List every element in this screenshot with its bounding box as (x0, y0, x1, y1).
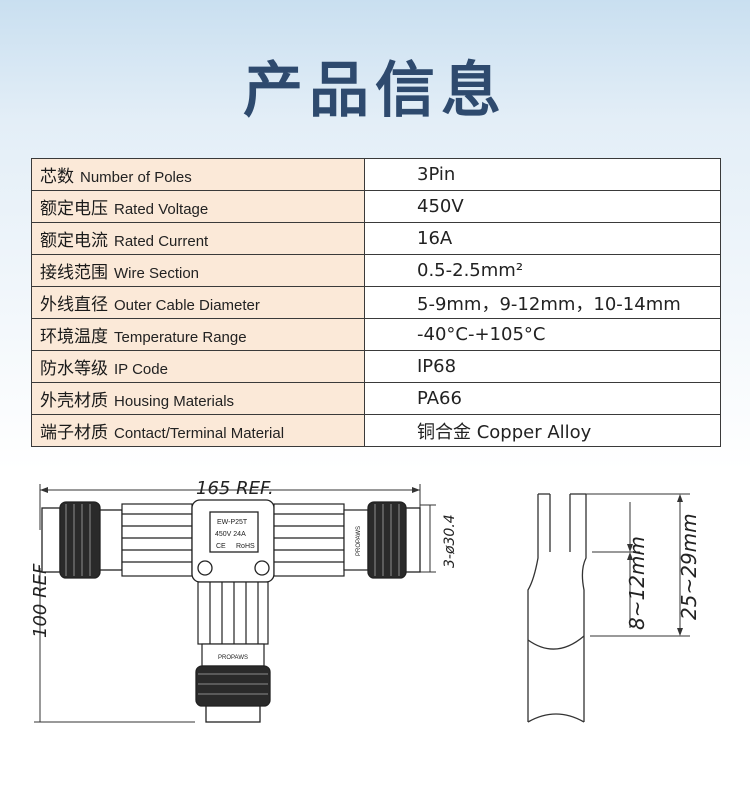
page-title: 产品信息 (243, 56, 507, 126)
spec-label-en: Outer Cable Diameter (114, 297, 260, 314)
spec-label-en: Wire Section (114, 265, 200, 282)
center-hub (191, 499, 275, 583)
left-connector-cap (41, 501, 123, 579)
spec-value: IP68 (364, 350, 721, 383)
spec-label-zh: 芯数 (40, 167, 74, 187)
hub-rating-label: 450V 24A (215, 531, 246, 538)
right-body (273, 503, 369, 577)
spec-label-zh: 端子材质 (40, 423, 108, 443)
right-side-mark: PROPAWS (356, 526, 362, 556)
spec-row: 芯数 Number of Poles 3Pin (31, 158, 721, 191)
spec-label-en: Contact/Terminal Material (114, 425, 285, 442)
spec-label: 环境温度 Temperature Range (31, 318, 365, 351)
spec-label-en: Rated Current (114, 233, 209, 250)
spec-label: 额定电流 Rated Current (31, 222, 365, 255)
spec-value: 0.5-2.5mm² (364, 254, 721, 287)
spec-value: 450V (364, 190, 721, 223)
spec-row: 外壳材质 Housing Materials PA66 (31, 382, 721, 415)
spec-label-en: Housing Materials (114, 393, 235, 410)
right-connector-cap (367, 501, 421, 579)
spec-table: 芯数 Number of Poles 3Pin 额定电压 Rated Voltage 45… (31, 158, 721, 447)
spec-label-en: Rated Voltage (114, 201, 209, 218)
spec-label-en: IP Code (114, 361, 168, 378)
spec-label: 接线范围 Wire Section (31, 254, 365, 287)
spec-label-zh: 防水等级 (40, 359, 108, 379)
spec-label: 芯数 Number of Poles (31, 158, 365, 191)
spec-label: 端子材质 Contact/Terminal Material (31, 414, 365, 447)
spec-row: 环境温度 Temperature Range -40°C-+105°C (31, 318, 721, 351)
bottom-body (197, 581, 269, 667)
hub-rohs-label: RoHS (236, 543, 255, 550)
spec-label-zh: 额定电流 (40, 231, 108, 251)
wire-dimension-small: 8~12mm (625, 536, 649, 630)
spec-label-en: Temperature Range (114, 329, 247, 346)
wire-dimension-large: 25~29mm (677, 513, 701, 620)
left-body (121, 503, 193, 577)
spec-value: 3Pin (364, 158, 721, 191)
spec-label-zh: 额定电压 (40, 199, 108, 219)
spec-label: 防水等级 IP Code (31, 350, 365, 383)
spec-row: 接线范围 Wire Section 0.5-2.5mm² (31, 254, 721, 287)
spec-label-en: Number of Poles (80, 169, 192, 186)
bottom-connector-cap (195, 665, 271, 723)
spec-value: PA66 (364, 382, 721, 415)
spec-label-zh: 环境温度 (40, 327, 108, 347)
spec-value: 铜合金 Copper Alloy (364, 414, 721, 447)
hole-dimension: 3-ø30.4 (442, 514, 458, 568)
spec-label: 外壳材质 Housing Materials (31, 382, 365, 415)
spec-value: -40°C-+105°C (364, 318, 721, 351)
spec-row: 端子材质 Contact/Terminal Material 铜合金 Copper … (31, 414, 721, 447)
spec-label-zh: 外线直径 (40, 295, 108, 315)
spec-row: 外线直径 Outer Cable Diameter 5-9mm，9-12mm，10-… (31, 286, 721, 319)
spec-label-zh: 接线范围 (40, 263, 108, 283)
spec-label-zh: 外壳材质 (40, 391, 108, 411)
spec-row: 额定电流 Rated Current 16A (31, 222, 721, 255)
bottom-side-mark: PROPAWS (218, 655, 248, 661)
spec-row: 额定电压 Rated Voltage 450V (31, 190, 721, 223)
hub-ce-label: CE (216, 543, 226, 550)
spec-label: 额定电压 Rated Voltage (31, 190, 365, 223)
connector-drawing: 165 REF. 100 REF. 3-ø30.4 EW-P25T 450V 2… (30, 478, 701, 723)
hub-model-label: EW-P25T (217, 519, 248, 526)
spec-row: 防水等级 IP Code IP68 (31, 350, 721, 383)
height-dimension: 100 REF. (30, 560, 51, 638)
spec-label: 外线直径 Outer Cable Diameter (31, 286, 365, 319)
cable-drawing (527, 493, 587, 723)
spec-value: 5-9mm，9-12mm，10-14mm (364, 286, 721, 319)
spec-value: 16A (364, 222, 721, 255)
width-dimension: 165 REF. (196, 478, 274, 499)
